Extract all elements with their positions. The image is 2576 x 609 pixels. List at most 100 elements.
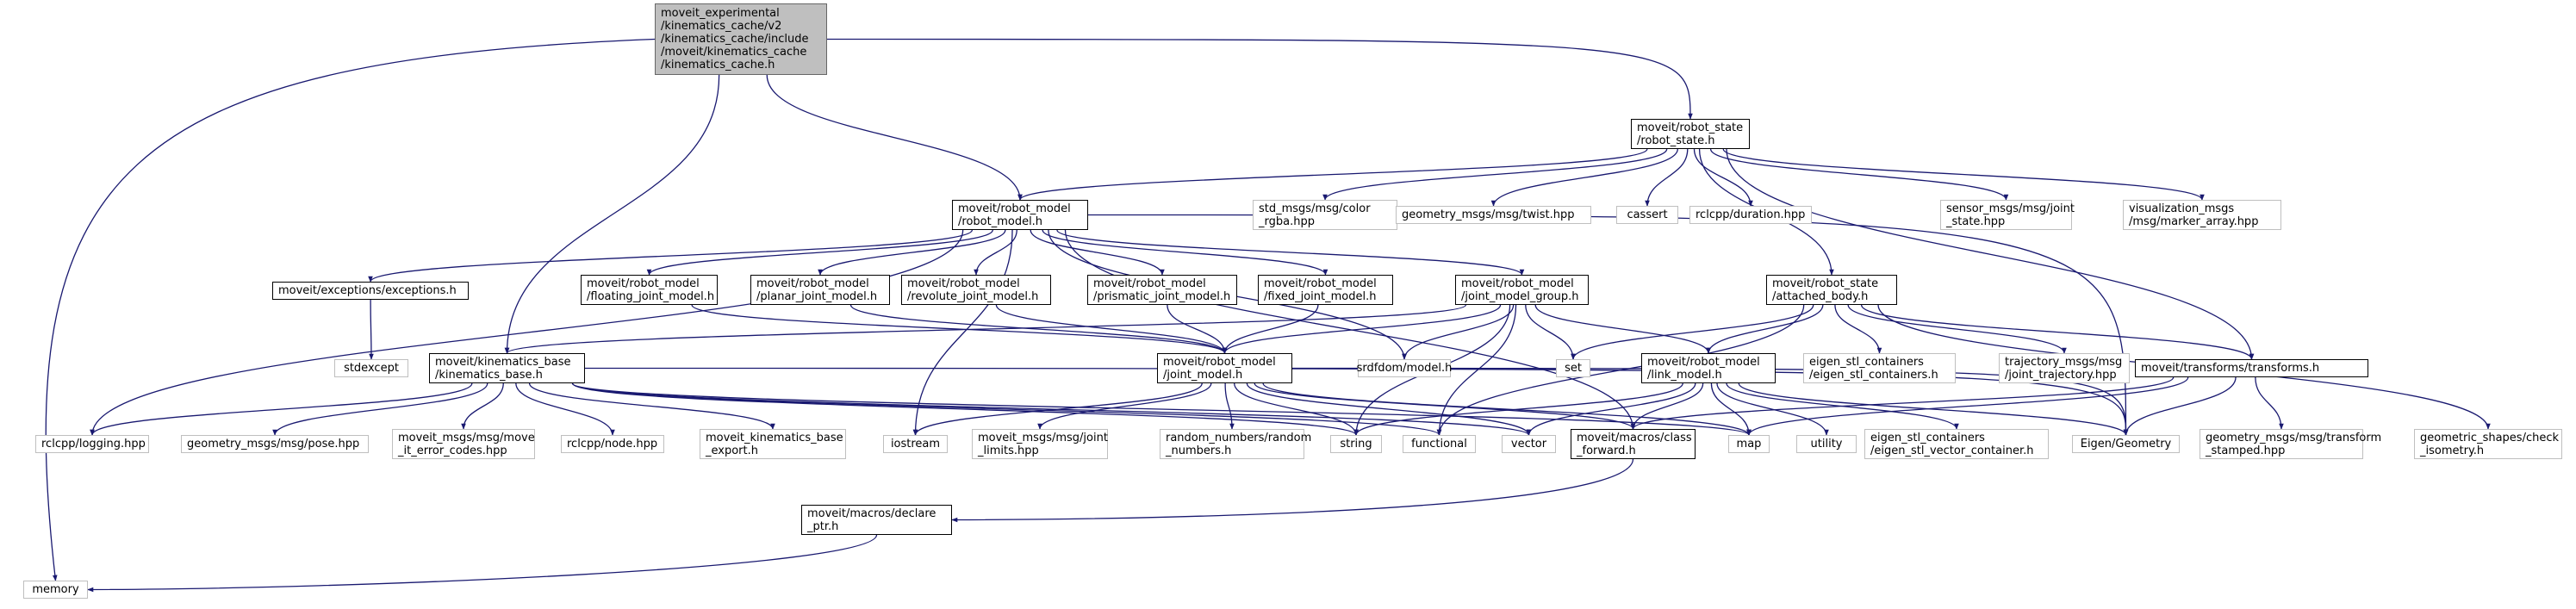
- node-label-line: moveit/robot_model: [1647, 355, 1760, 369]
- edge-link_model-to-map: [1710, 382, 1752, 436]
- node-label-line: moveit_msgs/msg/move: [398, 431, 535, 444]
- node-vector: vector: [1502, 435, 1556, 453]
- node-label-line: map: [1736, 438, 1762, 451]
- edge-joint_model-to-iostream: [912, 382, 1203, 436]
- node-label-line: moveit/robot_model: [1163, 355, 1276, 369]
- node-revolute-joint-model[interactable]: moveit/robot_model/revolute_joint_model.…: [901, 275, 1051, 305]
- node-label-line: /planar_joint_model.h: [756, 289, 878, 303]
- node-label-line: utility: [1810, 438, 1843, 451]
- node-label-line: /floating_joint_model.h: [587, 289, 715, 303]
- node-visualization-msgs-marker-array: visualization_msgs/msg/marker_array.hpp: [2123, 200, 2281, 230]
- node-label-line: /eigen_stl_vector_container.h: [1870, 444, 2034, 457]
- edge-joint_model-to-joint_limits: [1037, 382, 1212, 430]
- edge-transforms-to-transform_stamped: [2255, 376, 2284, 430]
- edge-root-to-kinematics_base: [504, 74, 720, 354]
- node-label-line: trajectory_msgs/msg: [2005, 355, 2123, 369]
- node-label-line: moveit/exceptions/exceptions.h: [278, 284, 457, 297]
- node-label-line: moveit/robot_model: [1093, 277, 1206, 290]
- node-sensor-msgs-joint-state: sensor_msgs/msg/joint_state.hpp: [1940, 200, 2075, 230]
- node-label-line: moveit/robot_model: [587, 277, 700, 290]
- edge-joint_model-to-string: [1234, 382, 1359, 436]
- edge-prismatic-to-joint_model: [1167, 304, 1228, 354]
- node-joint-model-group[interactable]: moveit/robot_model/joint_model_group.h: [1455, 275, 1589, 305]
- edge-robot_model-to-planar: [818, 229, 1006, 276]
- node-label-line: /kinematics_cache.h: [661, 59, 775, 71]
- node-label-line: rclcpp/logging.hpp: [41, 438, 146, 451]
- node-label-line: _forward.h: [1577, 444, 1636, 457]
- node-link-model[interactable]: moveit/robot_model/link_model.h: [1641, 353, 1776, 383]
- node-fixed-joint-model[interactable]: moveit/robot_model/fixed_joint_model.h: [1258, 275, 1393, 305]
- node-label-line: moveit/robot_model: [1264, 277, 1377, 290]
- node-attached-body[interactable]: moveit/robot_state/attached_body.h: [1766, 275, 1897, 305]
- edge-kinematics_base-to-functional: [571, 382, 1442, 436]
- edge-joint_model-to-vector: [1246, 382, 1532, 436]
- edge-attached_body-to-joint_trajectory: [1847, 304, 2067, 354]
- node-rclcpp-logging: rclcpp/logging.hpp: [35, 435, 149, 453]
- node-label-line: geometry_msgs/msg/twist.hpp: [1402, 208, 1575, 221]
- node-transforms[interactable]: moveit/transforms/transforms.h: [2135, 359, 2368, 377]
- node-declare-ptr[interactable]: moveit/macros/declare_ptr.h: [801, 505, 952, 535]
- edge-transforms-to-eigen_geometry: [2123, 376, 2237, 436]
- edge-robot_state-to-transforms: [1726, 148, 2255, 360]
- node-robot-model[interactable]: moveit/robot_model/robot_model.h: [952, 200, 1088, 230]
- node-kinematics-base[interactable]: moveit/kinematics_base/kinematics_base.h: [429, 353, 585, 383]
- node-label-line: /link_model.h: [1647, 368, 1722, 382]
- edge-planar-to-joint_model: [849, 304, 1228, 354]
- edge-root-to-robot_state: [826, 38, 1693, 120]
- node-label-line: _isometry.h: [2420, 444, 2485, 457]
- edge-robot_state-to-robot_model: [1017, 148, 1648, 201]
- node-stdexcept: stdexcept: [334, 359, 408, 377]
- node-label-line: /kinematics_cache/include: [661, 33, 809, 46]
- node-label-line: rclcpp/node.hpp: [567, 438, 658, 451]
- node-label-line: /kinematics_base.h: [435, 368, 543, 382]
- edge-joint_model-to-map: [1262, 382, 1752, 436]
- node-geometry-msgs-twist: geometry_msgs/msg/twist.hpp: [1396, 206, 1591, 224]
- edge-robot_state-to-twist: [1490, 148, 1678, 207]
- node-string: string: [1330, 435, 1382, 453]
- node-label-line: moveit_experimental: [661, 7, 780, 20]
- node-label-line: _rgba.hpp: [1259, 214, 1315, 228]
- node-geometry-msgs-pose: geometry_msgs/msg/pose.hpp: [181, 435, 369, 453]
- node-floating-joint-model[interactable]: moveit/robot_model/floating_joint_model.…: [581, 275, 718, 305]
- node-label-line: /joint_model.h: [1163, 368, 1243, 382]
- node-label-line: sensor_msgs/msg/joint: [1946, 202, 2075, 215]
- node-planar-joint-model[interactable]: moveit/robot_model/planar_joint_model.h: [750, 275, 890, 305]
- node-label-line: geometric_shapes/check: [2420, 431, 2560, 444]
- node-label-line: /robot_model.h: [958, 214, 1043, 228]
- node-geometric-shapes-check-isometry: geometric_shapes/check_isometry.h: [2414, 429, 2562, 459]
- edge-kinematics_base-to-node: [515, 382, 615, 436]
- node-exceptions[interactable]: moveit/exceptions/exceptions.h: [272, 282, 469, 300]
- node-moveit-msgs-error-codes: moveit_msgs/msg/move_it_error_codes.hpp: [392, 429, 535, 459]
- node-moveit-msgs-joint-limits: moveit_msgs/msg/joint_limits.hpp: [972, 429, 1108, 459]
- node-prismatic-joint-model[interactable]: moveit/robot_model/prismatic_joint_model…: [1087, 275, 1237, 305]
- node-eigen-stl-vector-container: eigen_stl_containers/eigen_stl_vector_co…: [1864, 429, 2049, 459]
- node-kinematics-cache-root[interactable]: moveit_experimental/kinematics_cache/v2/…: [655, 3, 827, 75]
- edge-robot_state-to-duration: [1693, 148, 1753, 207]
- node-robot-state[interactable]: moveit/robot_state/robot_state.h: [1631, 119, 1750, 149]
- edge-declare_ptr-to-memory: [87, 534, 878, 593]
- edge-joint_model_group-to-link_model: [1534, 304, 1711, 354]
- edge-joint_model_group-to-joint_model: [1222, 304, 1502, 354]
- edge-robot_state-to-std_msgs_color: [1322, 148, 1668, 201]
- node-joint-model[interactable]: moveit/robot_model/joint_model.h: [1157, 353, 1292, 383]
- edge-robot_model-to-class_forward: [1064, 229, 1636, 430]
- edge-robot_model-to-revolute: [974, 229, 1017, 276]
- node-set: set: [1556, 359, 1590, 377]
- edge-robot_model-to-logging: [90, 229, 964, 436]
- edge-kinematics_base-to-pose: [272, 382, 488, 436]
- node-label-line: moveit_msgs/msg/joint: [978, 431, 1108, 444]
- node-memory: memory: [23, 581, 88, 599]
- node-label-line: moveit/macros/class: [1577, 431, 1692, 444]
- node-label-line: moveit/robot_model: [907, 277, 1020, 290]
- node-label-line: moveit/robot_state: [1772, 277, 1879, 290]
- node-label-line: functional: [1411, 438, 1467, 451]
- edge-attached_body-to-transforms: [1860, 304, 2255, 360]
- node-class-forward[interactable]: moveit/macros/class_forward.h: [1571, 429, 1696, 459]
- node-label-line: visualization_msgs: [2129, 202, 2235, 215]
- edge-class_forward-to-declare_ptr: [951, 458, 1634, 523]
- node-label-line: /eigen_stl_containers.h: [1809, 368, 1938, 382]
- node-label-line: srdfdom/model.h: [1356, 362, 1453, 375]
- node-label-line: eigen_stl_containers: [1809, 355, 1924, 369]
- edge-link_model-to-class_forward: [1630, 382, 1704, 430]
